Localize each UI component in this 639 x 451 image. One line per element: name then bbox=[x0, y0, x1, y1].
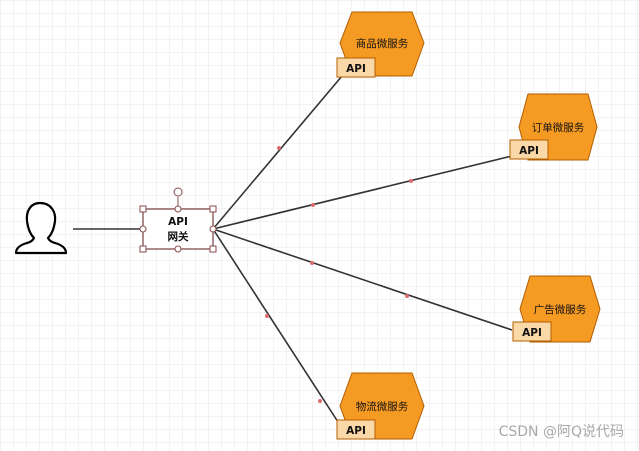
api-gateway-node[interactable]: API 网关 bbox=[139, 187, 217, 253]
service-node-logistics[interactable]: 物流微服务 API bbox=[336, 372, 425, 440]
connector-dot bbox=[277, 146, 281, 150]
connector-dot bbox=[265, 314, 269, 318]
service-node-ads[interactable]: 广告微服务 API bbox=[512, 275, 601, 343]
connector-dot bbox=[409, 179, 413, 183]
connector-dot bbox=[318, 399, 322, 403]
service-name: 物流微服务 bbox=[356, 400, 409, 413]
api-tab-label: API bbox=[519, 145, 539, 157]
service-node-product[interactable]: 商品微服务 API bbox=[336, 11, 425, 78]
connector-ads bbox=[212, 228, 513, 331]
service-name: 广告微服务 bbox=[534, 303, 587, 316]
api-tab bbox=[336, 57, 376, 78]
service-node-order[interactable]: 订单微服务 API bbox=[509, 93, 598, 161]
service-name: 订单微服务 bbox=[532, 121, 585, 134]
connector-dot bbox=[310, 261, 314, 265]
connector-dot bbox=[405, 294, 409, 298]
api-tab-label: API bbox=[346, 425, 366, 437]
connector-logistics bbox=[212, 228, 341, 426]
api-tab-label: API bbox=[522, 327, 542, 339]
gateway-label-line2: 网关 bbox=[168, 230, 189, 243]
connector-order bbox=[212, 155, 513, 230]
api-tab-label: API bbox=[346, 63, 366, 75]
person-outline-icon bbox=[14, 201, 68, 255]
gateway-box bbox=[142, 208, 214, 250]
watermark-text: CSDN @阿Q说代码 bbox=[499, 424, 624, 440]
connector-dot bbox=[311, 203, 315, 207]
gateway-label-line1: API bbox=[168, 216, 188, 228]
api-tab bbox=[336, 419, 376, 440]
service-name: 商品微服务 bbox=[356, 37, 409, 50]
api-tab bbox=[512, 321, 552, 342]
rotate-handle-icon bbox=[173, 187, 183, 197]
connectors bbox=[212, 75, 513, 426]
api-tab bbox=[509, 139, 549, 160]
connector-product bbox=[212, 75, 343, 230]
selection-handles bbox=[139, 187, 217, 253]
